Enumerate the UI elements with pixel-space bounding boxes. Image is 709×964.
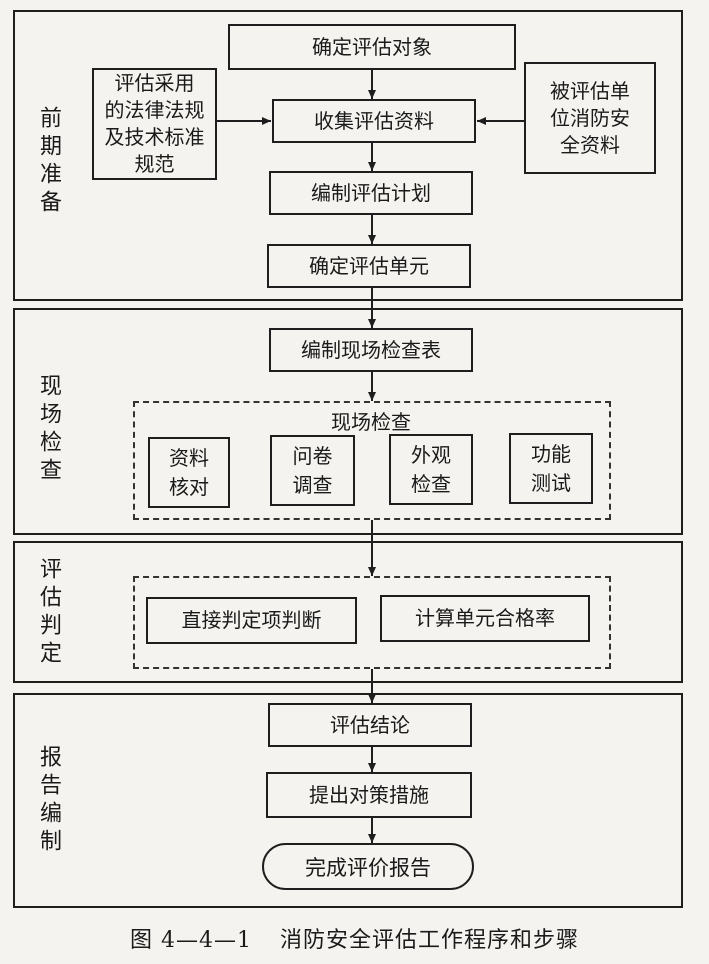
figure-caption: 图 4—4—1 消防安全评估工作程序和步骤 xyxy=(0,922,709,954)
box-make-checklist: 编制现场检查表 xyxy=(269,328,473,372)
appearance-line-1: 外观 xyxy=(411,442,451,467)
box-determine-object: 确定评估对象 xyxy=(228,24,516,70)
terminal-complete-report: 完成评价报告 xyxy=(262,843,474,890)
laws-line-2: 的法律法规 xyxy=(104,98,205,122)
group-site-check xyxy=(133,401,611,520)
phase-report-label: 报告编制 xyxy=(36,745,61,857)
site-check-title: 现场检查 xyxy=(327,406,415,435)
laws-line-4: 规范 xyxy=(134,152,175,176)
box-function-test: 功能测试 xyxy=(509,433,593,504)
box-conclusion: 评估结论 xyxy=(268,703,472,747)
box-determine-unit: 确定评估单元 xyxy=(267,244,471,288)
phase-site-frame: 现场检查 xyxy=(13,308,683,535)
phase-site-label: 现场检查 xyxy=(36,374,61,486)
doc-check-line-1: 资料 xyxy=(169,445,209,470)
phase-judge-frame: 评估判定 xyxy=(13,541,683,683)
figure-number: 图 4—4—1 xyxy=(129,928,252,953)
box-unit-fire-safety-data: 被评估单 位消防安 全资料 xyxy=(524,62,656,174)
figure-title: 消防安全评估工作程序和步骤 xyxy=(279,928,579,953)
box-countermeasures: 提出对策措施 xyxy=(266,772,472,818)
unit-line-1: 被评估单 xyxy=(550,78,630,103)
box-questionnaire: 问卷调查 xyxy=(270,435,355,506)
box-laws-standards: 评估采用 的法律法规 及技术标准 规范 xyxy=(92,68,217,180)
function-test-line-1: 功能 xyxy=(531,441,571,466)
box-doc-check: 资料核对 xyxy=(148,437,230,508)
questionnaire-line-2: 调查 xyxy=(292,472,333,497)
box-direct-judge: 直接判定项判断 xyxy=(146,597,357,644)
laws-line-1: 评估采用 xyxy=(114,71,195,95)
phase-prep-frame: 前期准备 xyxy=(13,10,683,301)
box-calc-rate: 计算单元合格率 xyxy=(380,595,590,642)
group-judgement xyxy=(133,576,611,669)
unit-line-2: 位消防安 xyxy=(550,105,630,130)
box-collect-data: 收集评估资料 xyxy=(272,99,476,143)
box-appearance-check: 外观检查 xyxy=(389,434,473,505)
unit-line-3: 全资料 xyxy=(560,132,620,157)
laws-line-3: 及技术标准 xyxy=(104,125,205,149)
box-make-plan: 编制评估计划 xyxy=(269,171,473,215)
phase-report-frame: 报告编制 xyxy=(13,693,683,908)
questionnaire-line-1: 问卷 xyxy=(292,443,333,468)
appearance-line-2: 检查 xyxy=(411,471,451,496)
phase-judge-label: 评估判定 xyxy=(36,557,61,669)
function-test-line-2: 测试 xyxy=(531,470,571,495)
doc-check-line-2: 核对 xyxy=(169,474,209,499)
phase-prep-label: 前期准备 xyxy=(36,106,61,218)
